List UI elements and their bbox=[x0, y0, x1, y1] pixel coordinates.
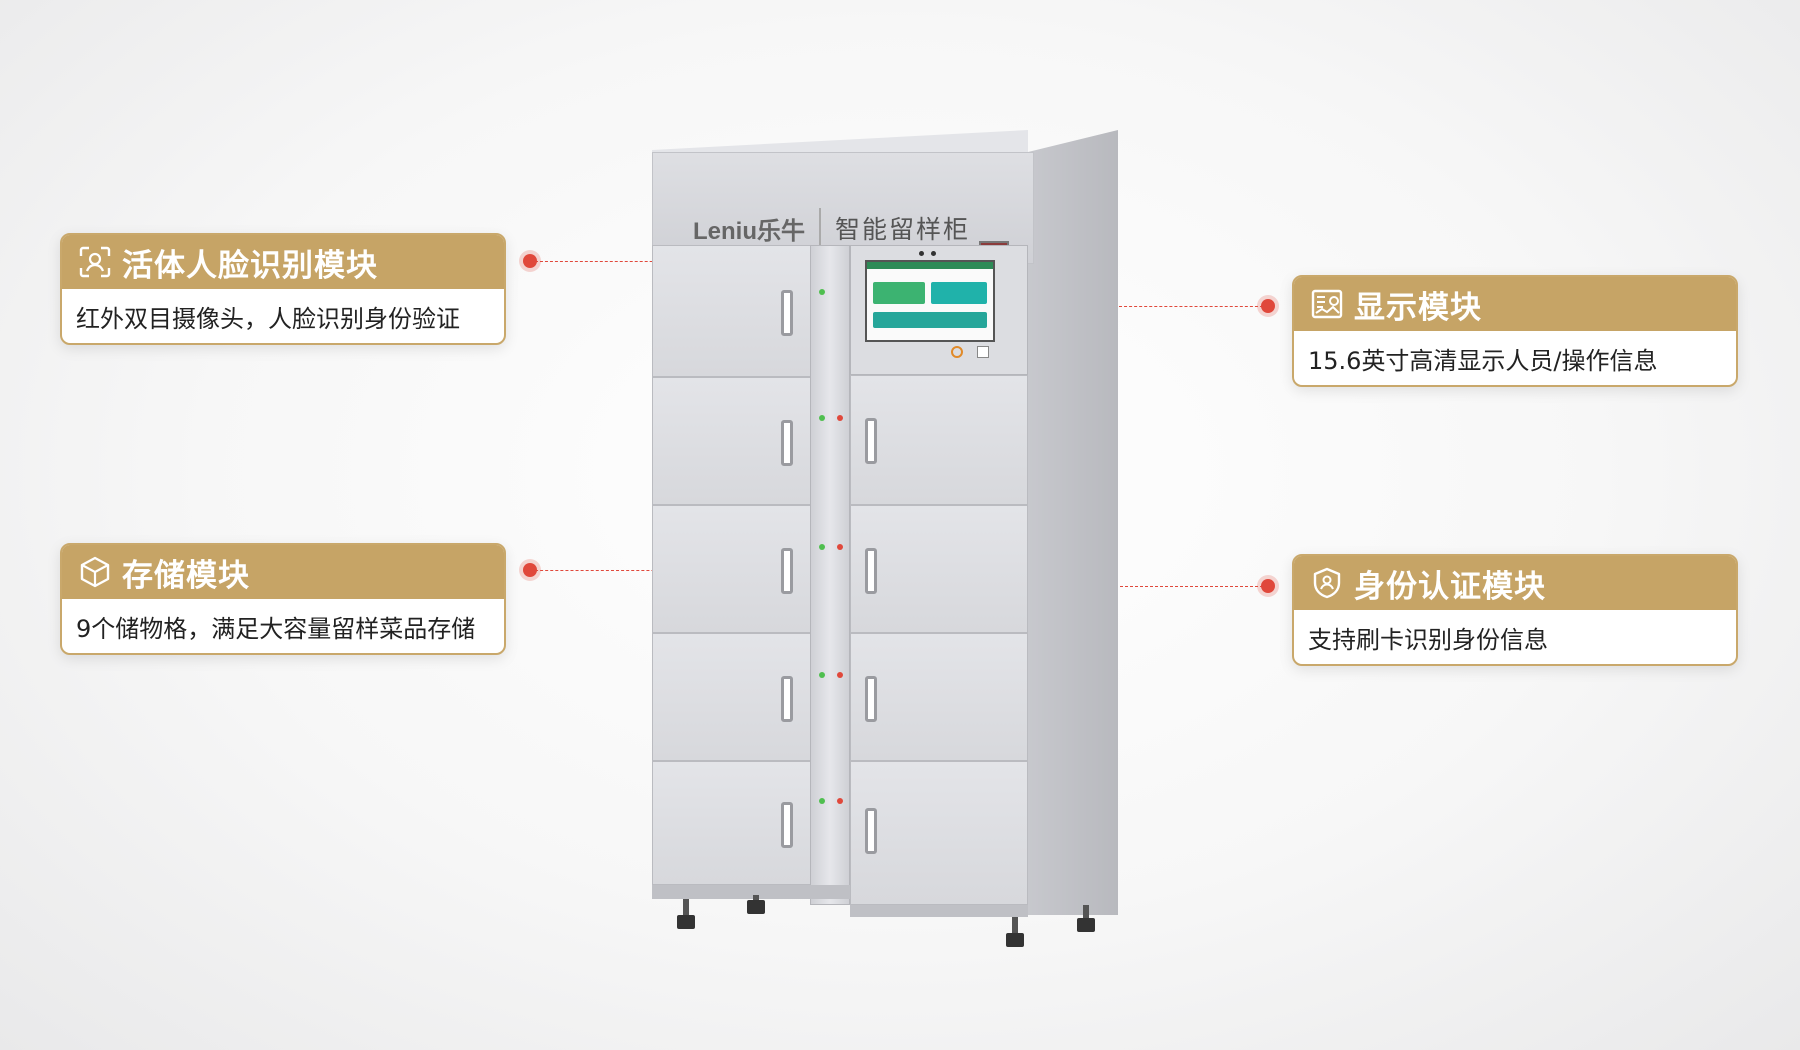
callout-identity: 身份认证模块 支持刷卡识别身份信息 bbox=[1292, 554, 1738, 666]
card-reader-icon bbox=[951, 346, 963, 358]
door-handle bbox=[865, 808, 877, 854]
status-led bbox=[837, 544, 843, 550]
cabinet-side-panel bbox=[1028, 130, 1118, 915]
door-handle bbox=[781, 676, 793, 722]
cabinet-center-column bbox=[810, 245, 850, 905]
status-led bbox=[819, 415, 825, 421]
door-handle bbox=[781, 802, 793, 848]
marker-dot-storage bbox=[523, 563, 537, 577]
leader-line-storage bbox=[530, 570, 700, 571]
locker-door bbox=[652, 245, 812, 377]
marker-dot-display bbox=[1261, 299, 1275, 313]
power-button bbox=[977, 346, 989, 358]
screen-tile bbox=[873, 282, 925, 304]
cube-box-icon bbox=[80, 556, 110, 588]
callout-description: 红外双目摄像头，人脸识别身份验证 bbox=[76, 304, 460, 333]
cabinet-base bbox=[850, 905, 1028, 917]
callout-description: 9个储物格，满足大容量留样菜品存储 bbox=[76, 614, 476, 643]
locker-door bbox=[850, 761, 1028, 905]
face-scan-icon bbox=[79, 246, 111, 278]
screen-tile bbox=[873, 312, 987, 328]
screen-tile bbox=[931, 282, 987, 304]
locker-door bbox=[652, 761, 812, 885]
cabinet-foot bbox=[747, 900, 765, 914]
callout-storage: 存储模块 9个储物格，满足大容量留样菜品存储 bbox=[60, 543, 506, 655]
status-led bbox=[819, 544, 825, 550]
door-handle bbox=[781, 420, 793, 466]
callout-description: 15.6英寸高清显示人员/操作信息 bbox=[1308, 346, 1658, 375]
status-led bbox=[819, 672, 825, 678]
door-handle bbox=[781, 290, 793, 336]
locker-door bbox=[652, 377, 812, 505]
cabinet-foot bbox=[1006, 933, 1024, 947]
shield-user-icon bbox=[1313, 567, 1341, 599]
display-panel-icon bbox=[1311, 289, 1343, 319]
status-led bbox=[837, 798, 843, 804]
callout-display: 显示模块 15.6英寸高清显示人员/操作信息 bbox=[1292, 275, 1738, 387]
marker-dot-face bbox=[523, 254, 537, 268]
door-handle bbox=[865, 676, 877, 722]
cabinet-logo: Leniu乐牛 智能留样柜 bbox=[693, 208, 970, 248]
locker-door bbox=[652, 505, 812, 633]
status-led bbox=[837, 415, 843, 421]
leader-line-display bbox=[968, 306, 1268, 307]
callout-title: 显示模块 bbox=[1354, 289, 1482, 326]
product-name: 智能留样柜 bbox=[835, 215, 971, 244]
cabinet-top-cap bbox=[652, 130, 1028, 154]
cabinet-foot bbox=[1077, 918, 1095, 932]
logo-divider bbox=[819, 208, 821, 248]
cabinet-foot bbox=[677, 915, 695, 929]
callout-description: 支持刷卡识别身份信息 bbox=[1308, 625, 1548, 654]
callout-title: 活体人脸识别模块 bbox=[122, 247, 378, 284]
touch-screen bbox=[865, 260, 995, 342]
callout-title: 存储模块 bbox=[122, 557, 250, 594]
locker-door bbox=[850, 375, 1028, 505]
locker-door bbox=[850, 633, 1028, 761]
display-module-panel bbox=[850, 245, 1028, 375]
status-led bbox=[837, 672, 843, 678]
status-led bbox=[819, 289, 825, 295]
callout-title: 身份认证模块 bbox=[1354, 568, 1546, 605]
locker-door bbox=[850, 505, 1028, 633]
door-handle bbox=[865, 418, 877, 464]
door-handle bbox=[865, 548, 877, 594]
locker-door bbox=[652, 633, 812, 761]
status-led bbox=[819, 798, 825, 804]
callout-face-recognition: 活体人脸识别模块 红外双目摄像头，人脸识别身份验证 bbox=[60, 233, 506, 345]
marker-dot-identity bbox=[1261, 579, 1275, 593]
door-handle bbox=[781, 548, 793, 594]
camera-lens bbox=[919, 251, 924, 256]
brand-logo: Leniu乐牛 bbox=[693, 217, 805, 245]
sample-cabinet-illustration: Leniu乐牛 智能留样柜 bbox=[640, 120, 1120, 960]
camera-lens bbox=[931, 251, 936, 256]
cabinet-base bbox=[652, 885, 850, 899]
